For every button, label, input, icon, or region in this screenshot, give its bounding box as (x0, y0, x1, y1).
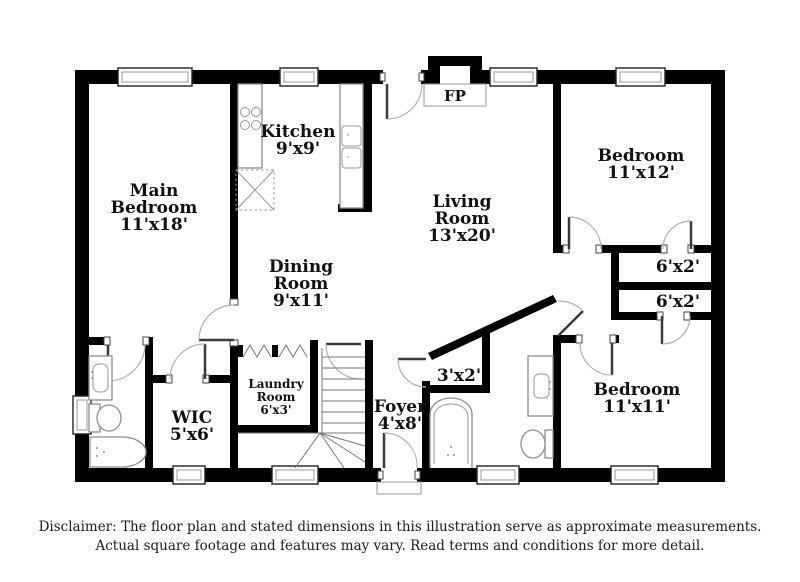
floor-plan-canvas: FP (72, 56, 725, 495)
front-door (376, 432, 422, 495)
bedroom-tr-dims: 11'x12' (607, 163, 675, 183)
vanity-sink (88, 355, 113, 401)
back-door (379, 70, 425, 120)
main-bedroom-label-2: Bedroom (111, 198, 198, 218)
bedroom-br-door (575, 334, 617, 376)
window (489, 67, 538, 87)
window (117, 67, 193, 87)
kitchen-sink (341, 125, 362, 169)
window (615, 67, 666, 87)
laundry-dims: 6'x3' (260, 403, 291, 417)
toilet (88, 403, 122, 433)
disclaimer-line-2: Actual square footage and features may v… (95, 537, 705, 554)
fireplace: FP (423, 83, 487, 107)
window (610, 465, 659, 485)
room-labels: Main Bedroom 11'x18' Kitchen 9'x9' Livin… (111, 122, 700, 445)
living-room-label-2: Room (435, 209, 490, 229)
windows (72, 67, 666, 485)
window (476, 465, 520, 485)
disclaimer: Disclaimer: The floor plan and stated di… (0, 518, 800, 555)
living-room-dims: 13'x20' (428, 226, 496, 246)
bedroom-tr-label: Bedroom (598, 146, 685, 166)
laundry-label-2: Room (257, 390, 296, 404)
bathtub (89, 436, 147, 468)
closet-top-door (660, 220, 695, 254)
kitchen-label: Kitchen (261, 122, 336, 142)
bathtub-vertical (429, 397, 473, 468)
wic-dims: 5'x6' (170, 425, 214, 445)
window (279, 67, 319, 87)
window (271, 465, 319, 485)
outer-walls (75, 56, 725, 482)
main-bedroom-dims: 11'x18' (120, 215, 188, 235)
bedroom-br-dims: 11'x11' (603, 397, 671, 417)
closet-bottom-door (656, 311, 691, 345)
wic-door (165, 343, 210, 384)
kitchen-fixtures (235, 83, 364, 211)
dining-room-dims: 9'x11' (273, 291, 329, 311)
kitchen-counter-left (237, 83, 263, 169)
middle-bathroom-fixtures (429, 355, 554, 468)
window (72, 395, 92, 435)
stove (240, 107, 261, 130)
living-room-label-1: Living (433, 192, 492, 212)
main-bedroom-door (198, 298, 239, 347)
bedroom-br-label: Bedroom (594, 380, 681, 400)
laundry-label-1: Laundry (248, 377, 304, 391)
toilet (520, 429, 554, 459)
hall-closet-door (397, 357, 427, 388)
bedroom-tr-door (562, 216, 603, 254)
foyer-dims: 4'x8' (378, 414, 422, 434)
fireplace-label: FP (444, 87, 466, 105)
refrigerator (235, 169, 275, 211)
doors (103, 70, 695, 495)
dining-room-label-1: Dining (269, 257, 333, 277)
stairs-door (325, 342, 362, 380)
kitchen-dims: 9'x9' (276, 139, 320, 159)
window (172, 465, 206, 485)
middle-bathroom-door (557, 300, 584, 337)
dining-room-label-2: Room (274, 274, 329, 294)
closet-bottom-dims: 6'x2' (656, 292, 700, 312)
door-threshold (376, 481, 422, 495)
wic-label: WIC (171, 408, 213, 428)
laundry-bifold-doors (242, 344, 308, 358)
main-bedroom-label-1: Main (130, 181, 179, 201)
left-bathroom-fixtures (88, 355, 147, 468)
foyer-label: Foyer (374, 397, 427, 417)
closet-top-dims: 6'x2' (656, 257, 700, 277)
vanity-sink (527, 355, 554, 417)
interior-walls (89, 84, 711, 468)
staircase (238, 348, 366, 469)
disclaimer-line-1: Disclaimer: The floor plan and stated di… (38, 519, 762, 535)
diagonal-wall (428, 295, 557, 360)
hall-closet-dims: 3'x2' (437, 366, 481, 386)
